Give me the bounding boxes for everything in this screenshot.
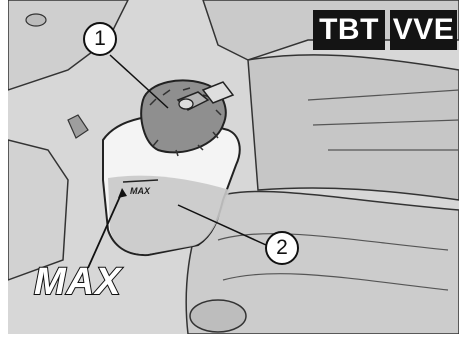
cap-vent-hole [179,99,193,109]
max-callout-label: MAX [34,262,121,302]
model-badge-vve: VVE [390,10,457,50]
right-frame-tube [248,55,459,200]
small-clip [68,115,88,138]
bolt-bottom [190,300,246,332]
callout-2-reservoir: 2 [265,231,299,265]
illustration-frame: MAX TBT VVE 1 2 MAX [8,0,459,334]
upper-bolt [26,14,46,26]
leader-line-1 [110,55,168,108]
left-panel [8,140,68,280]
callout-1-cap: 1 [83,22,117,56]
model-badge-tbt: TBT [313,10,385,50]
reservoir-max-mark: MAX [130,186,150,196]
